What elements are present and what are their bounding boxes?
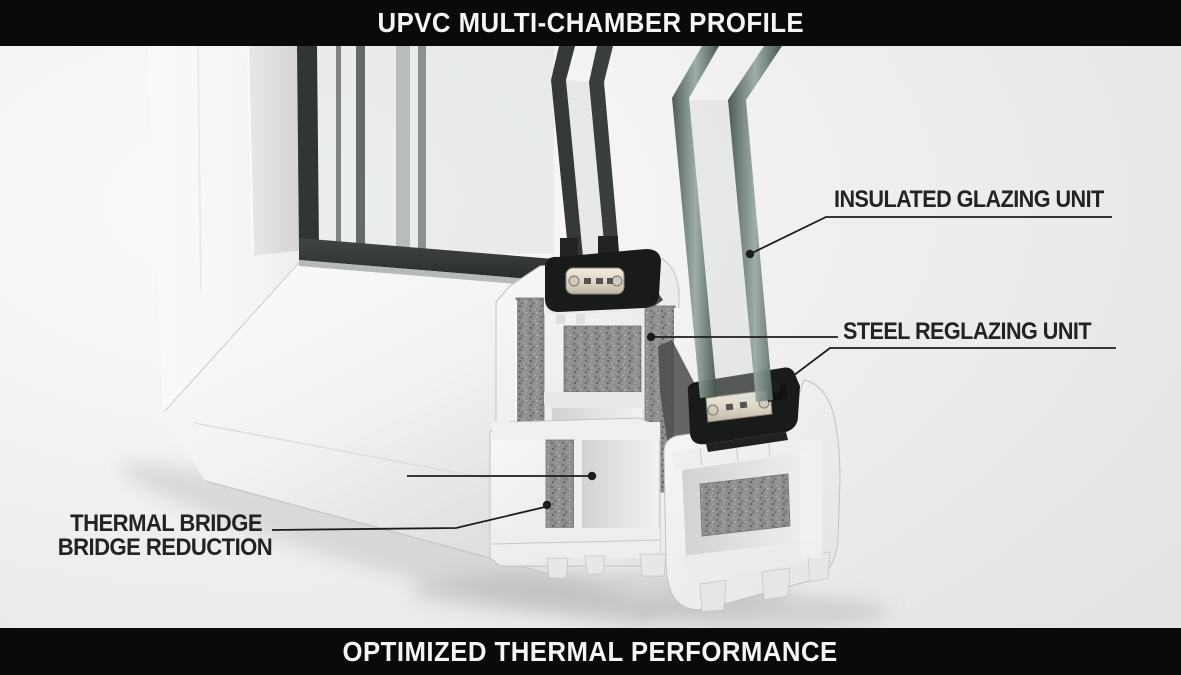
leader-steel-reglazing [646,332,1116,394]
leader-thermal-bridge [271,500,552,531]
insulated-glazing-panes [672,46,788,452]
spacer-bar-right [705,389,773,423]
top-title-bar: UPVC MULTI-CHAMBER PROFILE [0,0,1181,46]
frame-chamber [582,440,658,528]
frame-jamb [148,45,308,413]
callout-dot [745,249,755,259]
foam-insert-right-sash [699,473,791,537]
glass-pane-2 [728,46,782,402]
frame-profile-cross-section [489,417,667,579]
bottom-title-bar: OPTIMIZED THERMAL PERFORMANCE [0,628,1181,675]
triple-glazing-pane-edges [551,46,620,264]
glazing-unit-cross-section [545,236,661,312]
callout-dot [542,500,552,510]
glazing-bottom-bar [299,238,554,281]
callout-dot [646,332,656,342]
glass-pane-1 [672,46,719,398]
page-title: UPVC MULTI-CHAMBER PROFILE [377,7,804,38]
label-thermal-line1: THERMAL BRIDGE [70,510,262,537]
foam-insert-middle [563,325,642,393]
callout-dot [771,384,781,394]
label-thermal-bridge-reduction: THERMAL BRIDGE BRIDGE REDUCTION [57,510,273,561]
label-steel-reglazing-unit: STEEL REGLAZING UNIT [843,318,1092,345]
frame-reveal-face [248,46,303,256]
corner-miter-seam [163,252,309,413]
glass-tint [314,46,554,254]
glazing-left-panel [297,46,554,287]
leader-insulated-glazing [745,216,1112,259]
label-insulated-glazing-unit: INSULATED GLAZING UNIT [834,186,1104,213]
leader-chamber [407,471,597,481]
spacer-bar [565,267,625,295]
annotations [271,216,1116,531]
glazing-vertical-bar [297,46,319,249]
profile-seam-shadow [658,340,697,446]
footer-title: OPTIMIZED THERMAL PERFORMANCE [342,635,839,667]
callout-dot [587,471,597,481]
label-thermal-line2: BRIDGE REDUCTION [57,534,273,561]
